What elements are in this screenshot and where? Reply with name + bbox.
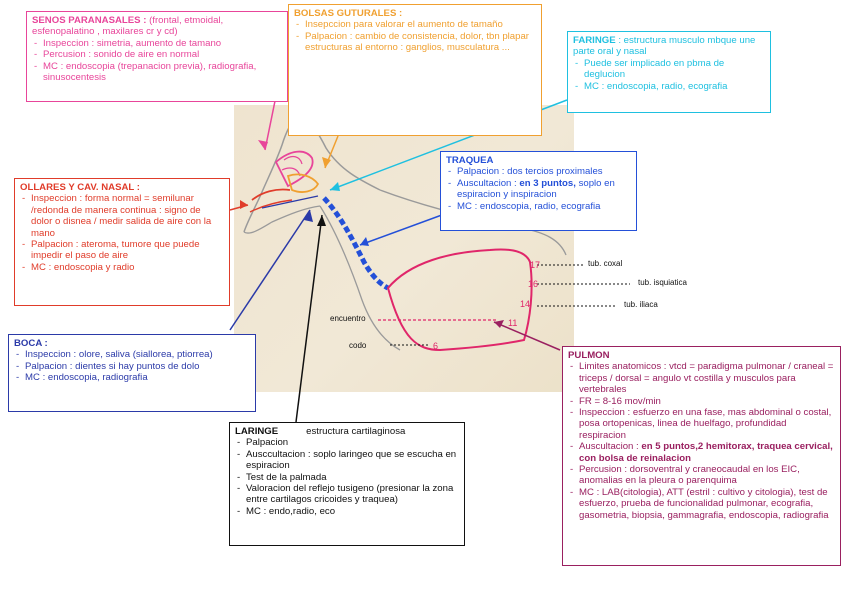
senos-item: Percusion : sonido de aire en normal [32, 49, 282, 60]
rib-number-14: 14 [520, 299, 530, 309]
pulmon-item: Percusion : dorsoventral y craneocaudal … [568, 464, 835, 487]
bolsas-title: BOLSAS GUTURALES : [294, 8, 536, 19]
boca-box: BOCA : Inspeccion : olore, saliva (siall… [8, 334, 256, 412]
ollares-title: OLLARES Y CAV. NASAL : [20, 182, 224, 193]
boca-item: Palpacion : dientes si hay puntos de dol… [14, 361, 250, 372]
lung-area-drawing [388, 250, 532, 351]
label-tub-coxal: tub. coxal [588, 259, 622, 268]
laringe-box: LARINGE estructura cartilaginosa Palpacio… [229, 422, 465, 546]
ollares-item: Inspeccion : forma normal = semilunar /r… [20, 193, 224, 239]
faringe-box: FARINGE : estructura musculo mbque une p… [567, 31, 771, 113]
bolsas-item: Palpacion : cambio de consistencia, dolo… [294, 31, 536, 54]
rib-number-16: 16 [528, 279, 538, 289]
label-encuentro: encuentro [330, 314, 366, 323]
pulmon-ausc-label: Auscultacion : [579, 441, 641, 452]
traquea-item: Palpacion : dos tercios proximales [446, 166, 631, 177]
boca-item: MC : endoscopia, radiografia [14, 372, 250, 383]
senos-item: Inspeccion : simetria, aumento de tamano [32, 38, 282, 49]
traquea-item: MC : endoscopia, radio, ecografia [446, 201, 631, 212]
traquea-ausc-label: Auscultacion : [457, 178, 519, 189]
bolsas-box: BOLSAS GUTURALES : Insepccion para valor… [288, 4, 542, 136]
trachea-drawing [324, 198, 388, 288]
faringe-item: Puede ser implicado en pbma de deglucion [573, 58, 765, 81]
label-tub-iliaca: tub. iliaca [624, 300, 658, 309]
pulmon-item: Limites anatomicos : vtcd = paradigma pu… [568, 361, 835, 395]
bolsas-item: Insepccion para valorar el aumento de ta… [294, 19, 536, 30]
boca-item: Inspeccion : olore, saliva (siallorea, p… [14, 349, 250, 360]
boca-title: BOCA : [14, 338, 250, 349]
traquea-box: TRAQUEA Palpacion : dos tercios proximal… [440, 151, 637, 231]
rib-number-6: 6 [433, 341, 438, 351]
rib-number-17: 17 [530, 260, 540, 270]
pulmon-item: Auscultacion : en 5 puntos,2 hemitorax, … [568, 441, 835, 464]
laringe-title: LARINGE [235, 426, 278, 437]
pulmon-box: PULMON Limites anatomicos : vtcd = parad… [562, 346, 841, 566]
traquea-title: TRAQUEA [446, 155, 631, 166]
traquea-item: Auscultacion : en 3 puntos, soplo en esp… [446, 178, 631, 201]
laringe-item: Ausccultacion : soplo laringeo que se es… [235, 449, 459, 472]
pulmon-title: PULMON [568, 350, 835, 361]
ollares-box: OLLARES Y CAV. NASAL : Inspeccion : form… [14, 178, 230, 306]
pulmon-item: FR = 8-16 mov/min [568, 396, 835, 407]
faringe-title: FARINGE [573, 35, 616, 46]
label-codo: codo [349, 341, 366, 350]
nasal-cavity-drawing [252, 189, 290, 200]
laringe-item: MC : endo,radio, eco [235, 506, 459, 517]
senos-item: MC : endoscopia (trepanacion previa), ra… [32, 61, 282, 84]
label-tub-isquiatica: tub. isquiatica [638, 278, 687, 287]
ollares-item: Palpacion : ateroma, tumore que puede im… [20, 239, 224, 262]
pulmon-item: MC : LAB(citologia), ATT (estril : culti… [568, 487, 835, 521]
laringe-item: Test de la palmada [235, 472, 459, 483]
traquea-ausc-bold: en 3 puntos, [519, 178, 576, 189]
laringe-item: Valoracion del reflejo tusigeno (presion… [235, 483, 459, 506]
pulmon-item: Inspeccion : esfuerzo en una fase, mas a… [568, 407, 835, 441]
rib-number-11: 11 [508, 318, 517, 328]
ollares-item: MC : endoscopia y radio [20, 262, 224, 273]
laringe-desc: estructura cartilaginosa [306, 426, 405, 437]
faringe-item: MC : endoscopia, radio, ecografia [573, 81, 765, 92]
senos-box: SENOS PARANASALES : (frontal, etmoidal, … [26, 11, 288, 102]
senos-title: SENOS PARANASALES : [32, 15, 146, 26]
laringe-item: Palpacion [235, 437, 459, 448]
